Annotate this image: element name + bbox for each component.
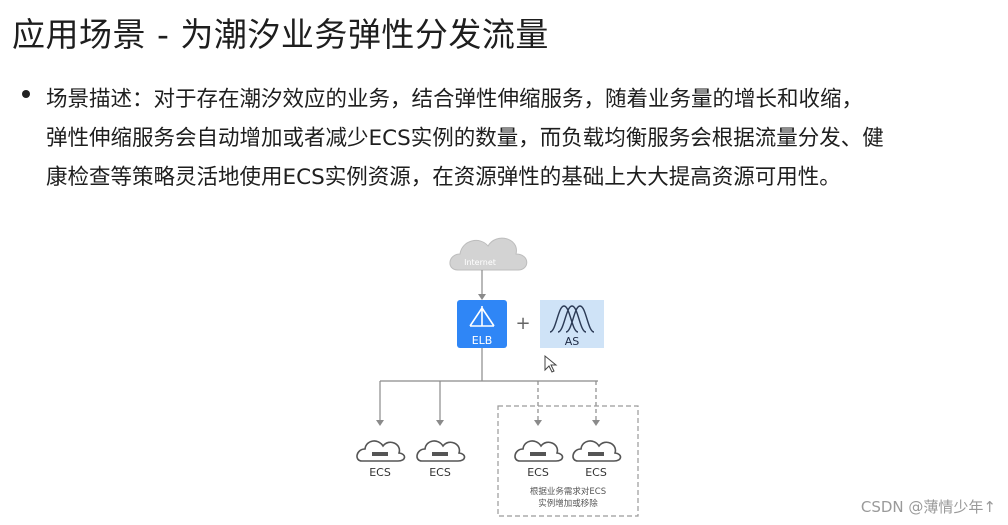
elb-label: ELB <box>472 334 493 347</box>
watermark: CSDN @薄情少年↑ <box>860 498 996 516</box>
as-label: AS <box>565 335 580 348</box>
scenario-description: 场景描述：对于存在潮汐效应的业务，结合弹性伸缩服务，随着业务量的增长和收缩， 弹… <box>46 80 1004 197</box>
description-line-2: 弹性伸缩服务会自动增加或者减少ECS实例的数量，而负载均衡服务会根据流量分发、健 <box>46 126 884 151</box>
elb-icon: ELB <box>457 300 507 348</box>
scaling-note-line-1: 根据业务需求对ECS <box>530 486 606 497</box>
distribution-lines <box>376 348 600 426</box>
ecs-label: ECS <box>585 466 607 479</box>
bullet-dot <box>22 90 30 98</box>
plus-sign: + <box>515 313 530 334</box>
ecs-label: ECS <box>369 466 391 479</box>
description-line-3: 康检查等策略灵活地使用ECS实例资源，在资源弹性的基础上大大提高资源可用性。 <box>46 165 841 190</box>
architecture-diagram: Internet ELB + AS EC <box>356 237 639 517</box>
as-icon: AS <box>540 300 604 348</box>
ecs-label: ECS <box>527 466 549 479</box>
mouse-pointer-icon <box>544 354 558 373</box>
ecs-icon: ECS <box>514 440 564 479</box>
ecs-icon: ECS <box>416 440 466 479</box>
internet-label: Internet <box>464 258 496 267</box>
internet-cloud-icon: Internet <box>449 237 528 271</box>
ecs-label: ECS <box>429 466 451 479</box>
description-line-1: 场景描述：对于存在潮汐效应的业务，结合弹性伸缩服务，随着业务量的增长和收缩， <box>46 87 864 112</box>
scaling-group-frame <box>497 405 639 517</box>
internet-to-elb-arrow <box>478 270 486 300</box>
ecs-icon: ECS <box>356 440 406 479</box>
ecs-icon: ECS <box>572 440 622 479</box>
page-title: 应用场景 - 为潮汐业务弹性分发流量 <box>12 15 549 54</box>
scaling-note-line-2: 实例增加或移除 <box>538 498 598 509</box>
